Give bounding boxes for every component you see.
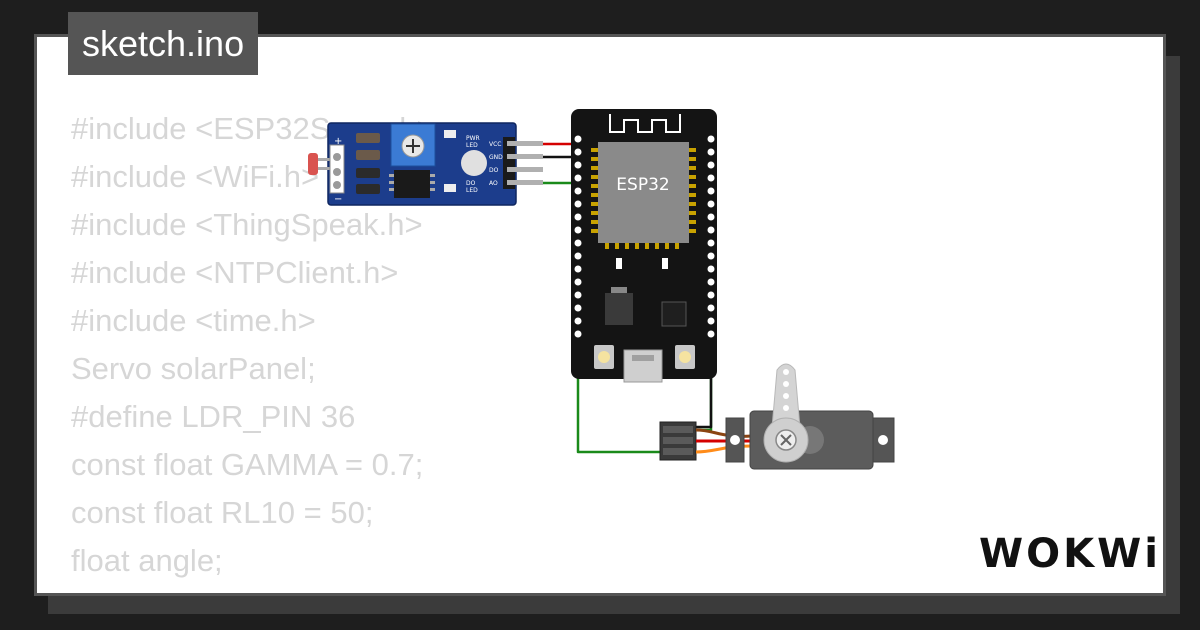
resistor (356, 150, 380, 160)
header-pin[interactable] (507, 154, 543, 159)
do-led (444, 184, 456, 192)
wokwi-logo: WOKWi (979, 531, 1155, 577)
resistor (356, 133, 380, 143)
pin-label-ao: AO (489, 180, 498, 187)
pwr-led (444, 130, 456, 138)
code-line: const float RL10 = 50; (71, 495, 374, 530)
code-line: const float GAMMA = 0.7; (71, 447, 424, 482)
code-line: Servo solarPanel; (71, 351, 316, 386)
header-pin[interactable] (507, 180, 543, 185)
code-line: #define LDR_PIN 36 (71, 399, 356, 434)
pwr-label: PWR (466, 135, 480, 142)
photoresistor-head (308, 153, 318, 175)
code-line: #include <WiFi.h> (71, 159, 320, 194)
esp32-pin-holes[interactable] (574, 135, 715, 338)
chip-label: ESP32 (616, 175, 669, 195)
resistor (356, 168, 380, 178)
do-led-label: LED (466, 187, 478, 194)
esp32-board[interactable]: ESP32 (571, 109, 717, 383)
pin-label-do: DO (489, 167, 499, 174)
code-line: #include <NTPClient.h> (71, 255, 399, 290)
pwr-led-label: LED (466, 142, 478, 149)
servo-connector[interactable] (659, 421, 697, 461)
code-line: #include <time.h> (71, 303, 316, 338)
usb-uart-chip (661, 301, 687, 327)
code-line: #include <ThingSpeak.h> (71, 207, 423, 242)
brand-text: WOKWi (979, 531, 1155, 577)
header-pin[interactable] (507, 167, 543, 172)
header-pin[interactable] (507, 141, 543, 146)
pin-label-gnd: GND (489, 154, 503, 161)
code-line: const char* ssid = "Wokwi-GUEST"; (71, 585, 564, 593)
filename-tab: sketch.ino (68, 12, 259, 75)
pwr-indicator-icon (461, 150, 487, 176)
code-line: float angle; (71, 543, 223, 578)
ldr-sensor-module[interactable]: + − PWR LED DO LED VCC (308, 122, 543, 206)
voltage-regulator (605, 293, 633, 325)
antenna-trace-icon (609, 114, 681, 133)
minus-label: − (334, 194, 342, 205)
servo-motor[interactable] (725, 363, 895, 470)
resistor (356, 184, 380, 194)
pin-label-vcc: VCC (489, 141, 501, 148)
esp32-module-shield (598, 142, 689, 243)
usb-port-icon (623, 349, 663, 383)
code-listing: #include <ESP32Servo.h> #include <WiFi.h… (71, 105, 564, 593)
comparator-chip (394, 170, 430, 198)
plus-label: + (334, 136, 342, 147)
servo-cable (695, 428, 753, 454)
do-label: DO (466, 180, 476, 187)
